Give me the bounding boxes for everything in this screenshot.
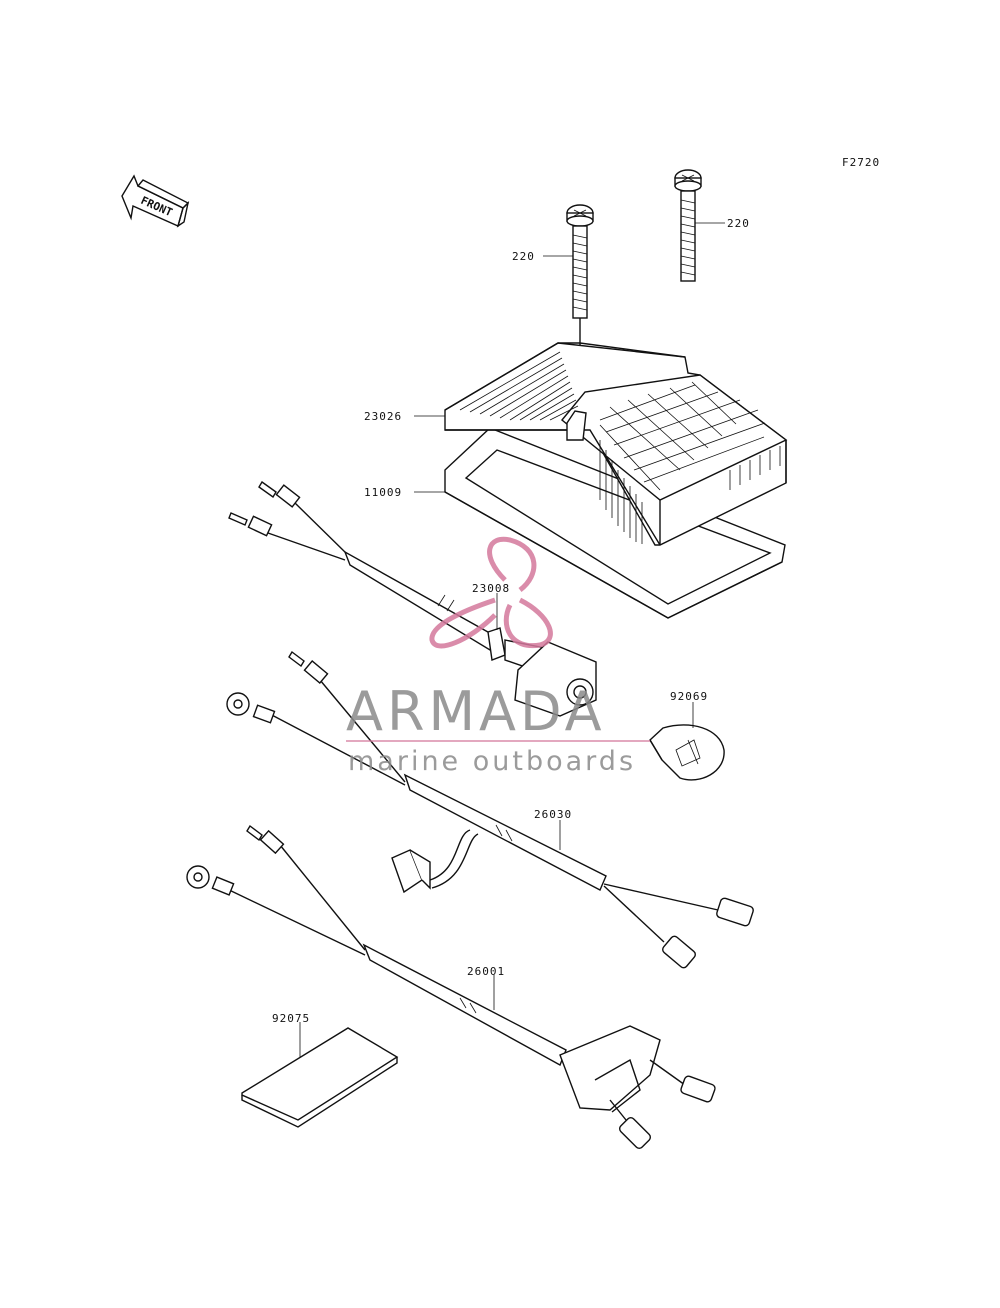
- harness-lower-icon: [186, 824, 716, 1150]
- part-number-92075: 92075: [272, 1012, 310, 1025]
- front-arrow-icon: FRONT: [121, 174, 190, 228]
- watermark-title: ARMADA: [346, 680, 606, 743]
- watermark-subtitle: marine outboards: [348, 746, 636, 777]
- harness-upper-icon: [226, 650, 754, 969]
- part-number-26030: 26030: [534, 808, 572, 821]
- armada-watermark: ARMADA marine outboards: [346, 536, 650, 777]
- propeller-logo-icon: [429, 536, 553, 649]
- part-number-92069: 92069: [670, 690, 708, 703]
- part-number-11009: 11009: [364, 486, 402, 499]
- part-number-23026: 23026: [364, 410, 402, 423]
- lens-housing-icon: [444, 342, 788, 546]
- bolt-right-icon: [674, 169, 702, 282]
- part-number-26001: 26001: [467, 965, 505, 978]
- part-number-23008: 23008: [472, 582, 510, 595]
- figure-code: F2720: [842, 156, 880, 169]
- part-number-220-right: 220: [727, 217, 750, 230]
- bulb-icon: [649, 724, 725, 781]
- bolt-left-icon: [566, 204, 594, 420]
- pad-icon: [241, 1027, 399, 1128]
- part-number-220-left: 220: [512, 250, 535, 263]
- socket-harness-icon: [228, 480, 597, 717]
